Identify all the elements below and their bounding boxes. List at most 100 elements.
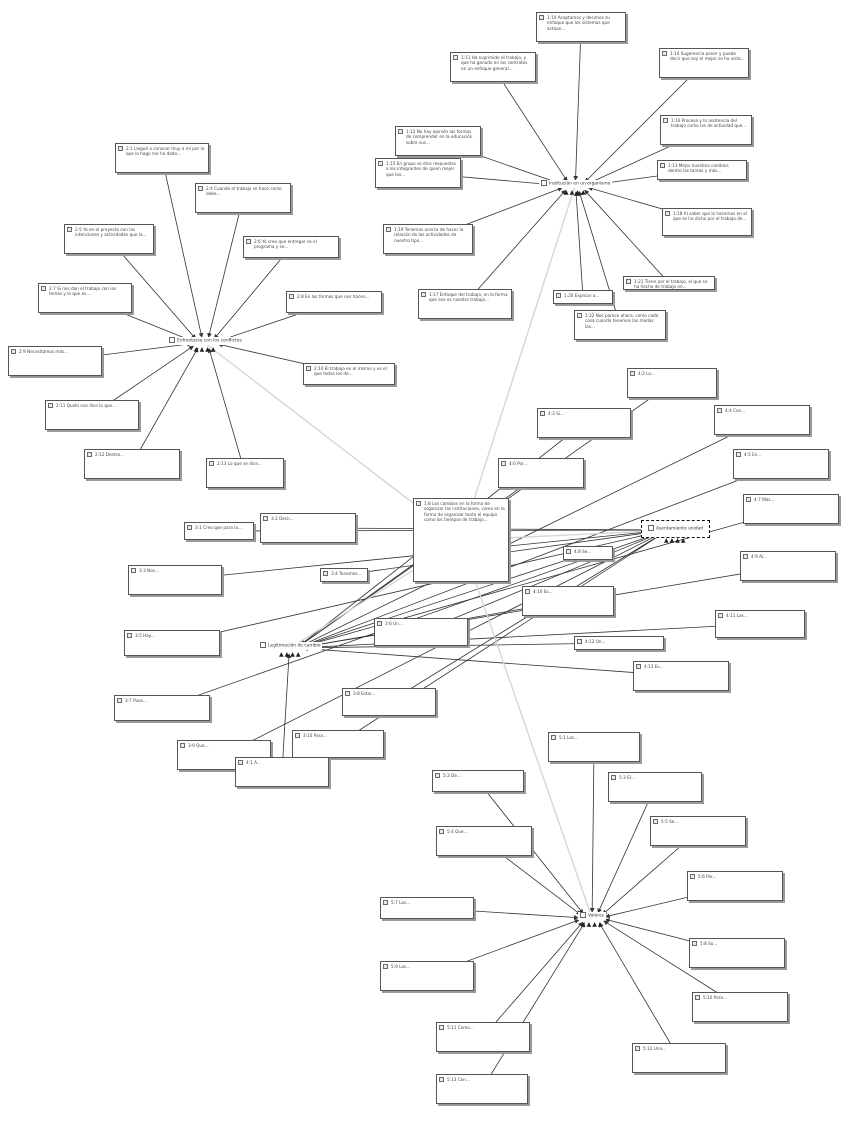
quotation-text: 3:1 Creo que para la... — [195, 525, 242, 530]
quotation-box[interactable]: 1:20 Explicar a... — [553, 290, 613, 304]
quotation-box[interactable]: 3:4 Tenemos... — [320, 568, 368, 582]
quotation-text: 5:8 Su... — [700, 941, 718, 946]
quotation-text: 4:6 Por... — [509, 461, 528, 466]
quotation-box[interactable]: 1:11 Ha suprimido el trabajo, y que ha g… — [450, 52, 536, 82]
arrowhead-cluster: ▲▲▲▲ — [194, 346, 217, 353]
quotation-box[interactable]: 3:8 Estar... — [342, 688, 436, 716]
quotation-box[interactable]: 1:18 Al saber que lo hacemos en el que s… — [662, 208, 752, 236]
quotation-box[interactable]: 3:2 Decir... — [260, 513, 356, 543]
quotation-text: 1:12 No hay opinión las formas de compre… — [406, 129, 473, 145]
quotation-text: 5:7 Las... — [391, 900, 411, 905]
quotation-box[interactable]: 1:15 En grupo se dice respuestas a los i… — [375, 158, 461, 188]
quotation-box[interactable]: 5:1 Los... — [548, 732, 640, 762]
central-quotation-text: 1:8 Los cambios en la forma de organizar… — [424, 501, 505, 523]
link-q10 — [464, 189, 566, 305]
quotation-box[interactable]: 5:11 Como... — [436, 1022, 530, 1052]
quotation-box[interactable]: 2:13 Lo que se dice... — [206, 458, 284, 488]
quotation-icon — [345, 691, 350, 696]
quotation-box[interactable]: 1:17 Enfoque del trabajo, en la forma qu… — [418, 289, 512, 319]
quotation-text: 1:19 Tenemos acerca de hacer la relación… — [394, 227, 464, 243]
quotation-box[interactable]: 1:16 Proceso y la asistencia del trabajo… — [660, 115, 752, 145]
quotation-icon — [131, 568, 136, 573]
quotation-box[interactable]: 2:4 Cuando el trabajo se hace como debe.… — [195, 183, 291, 213]
quotation-box[interactable]: 4:9 Al... — [740, 551, 836, 581]
quotation-box[interactable]: 5:8 Su... — [689, 938, 785, 968]
quotation-box[interactable]: 2:6 Yo creo que entregar es el programa … — [243, 236, 339, 258]
quotation-box[interactable]: 5:4 Que... — [436, 826, 532, 856]
quotation-text: 2:13 Lo que se dice... — [217, 461, 262, 466]
quotation-box[interactable]: 2:12 Dentro... — [84, 449, 180, 479]
quotation-box[interactable]: 2:9 Necesitamos más... — [8, 346, 102, 376]
quotation-box[interactable]: 4:5 En... — [733, 449, 829, 479]
quotation-box[interactable]: 5:6 Por... — [687, 871, 783, 901]
code-hub-h3[interactable]: Asentamiento unidad — [641, 520, 711, 538]
quotation-box[interactable]: 1:21 Tiene por el trabajo, el que se ha … — [623, 276, 715, 290]
quotation-box[interactable]: 4:8 Se... — [563, 546, 613, 560]
quotation-box[interactable]: 4:10 Es... — [522, 586, 614, 616]
quotation-box[interactable]: 3:6 Un... — [374, 618, 468, 646]
quotation-box[interactable]: 2:11 Quién nos dice lo que... — [45, 400, 139, 430]
quotation-box[interactable]: 1:14 Sugerencia poner y puede decir que … — [659, 48, 749, 78]
quotation-box[interactable]: 2:10 El trabajo en el mismo y es el que … — [303, 363, 395, 385]
code-hub-h5[interactable]: Valores — [578, 912, 606, 920]
quotation-icon — [736, 452, 741, 457]
quotation-box[interactable]: 5:5 Se... — [650, 816, 746, 846]
quotation-box[interactable]: 3:10 Para... — [292, 730, 384, 758]
quotation-box[interactable]: 5:10 Para... — [692, 992, 788, 1022]
quotation-box[interactable]: 3:3 Nos... — [128, 565, 222, 595]
quotation-box[interactable]: 2:5 Yo en el proyecto con las intencione… — [64, 224, 154, 254]
quotation-box[interactable]: 3:5 Hay... — [124, 630, 220, 656]
quotation-text: 2:9 Necesitamos más... — [19, 349, 69, 354]
central-quotation[interactable]: 1:8 Los cambios en la forma de organizar… — [413, 498, 509, 582]
quotation-box[interactable]: 5:13 Con... — [436, 1074, 528, 1104]
quotation-box[interactable]: 4:3 Si... — [537, 408, 631, 438]
quotation-icon — [743, 554, 748, 559]
quotation-box[interactable]: 2:7 Si nos dan el trabajo con los temas … — [38, 283, 132, 313]
quotation-box[interactable]: 2:1 Llegué a conocer muy a mí por lo que… — [115, 143, 209, 173]
code-hub-h4[interactable]: Legitimación de cambio — [258, 642, 323, 650]
quotation-box[interactable]: 2:8 En las formas que nos hacen... — [286, 291, 382, 313]
quotation-icon — [539, 15, 544, 20]
code-hub-h1[interactable]: Institución en un organismo — [539, 180, 613, 188]
quotation-box[interactable]: 1:19 Tenemos acerca de hacer la relación… — [383, 224, 473, 254]
quotation-box[interactable]: 3:1 Creo que para la... — [184, 522, 254, 540]
quotation-text: 5:6 Por... — [698, 874, 717, 879]
quotation-text: 3:9 Que... — [188, 743, 209, 748]
arrowhead-cluster: ▲▲▲▲ — [279, 651, 302, 658]
quotation-box[interactable]: 4:1 A... — [235, 757, 329, 787]
quotation-box[interactable]: 5:3 El... — [608, 772, 702, 802]
quotation-box[interactable]: 5:2 De... — [432, 770, 524, 792]
link-q30 — [420, 531, 663, 633]
quotation-box[interactable]: 4:6 Por... — [498, 458, 584, 488]
quotation-box[interactable]: 4:2 Lo... — [627, 368, 717, 398]
quotation-box[interactable]: 3:7 Pues... — [114, 695, 210, 721]
code-hub-h2[interactable]: Enfrentarse con los conflictos — [167, 337, 244, 345]
quotation-box[interactable]: 4:7 Más... — [743, 494, 839, 524]
quotation-icon — [439, 829, 444, 834]
quotation-icon — [663, 118, 668, 123]
link-q48 — [589, 746, 595, 913]
quotation-box[interactable]: 5:12 Una... — [632, 1043, 726, 1073]
quotation-box[interactable]: 4:12 Un... — [574, 636, 664, 650]
quotation-icon — [540, 411, 545, 416]
quotation-box[interactable]: 1:22 Nos parece ahora, como cada cosa cu… — [574, 310, 666, 340]
quotation-box[interactable]: 4:11 Las... — [715, 610, 805, 638]
quotation-text: 1:10 Aceptamos y decimos su enfoque que … — [547, 15, 610, 31]
quotation-box[interactable]: 1:13 Mejor nuestros cambios dentro las t… — [657, 160, 747, 180]
code-label: Asentamiento unidad — [656, 526, 704, 532]
quotation-box[interactable]: 5:9 Los... — [380, 961, 474, 991]
quotation-box[interactable]: 1:12 No hay opinión las formas de compre… — [395, 126, 481, 156]
quotation-text: 1:18 Al saber que lo hacemos en el que s… — [673, 211, 747, 222]
quotation-icon — [180, 743, 185, 748]
link-q13 — [578, 190, 621, 326]
quotation-text: 3:5 Hay... — [135, 633, 155, 638]
quotation-box[interactable]: 1:10 Aceptamos y decimos su enfoque que … — [536, 12, 626, 42]
code-icon — [169, 337, 175, 343]
quotation-box[interactable]: 4:13 Es... — [633, 661, 729, 691]
quotation-box[interactable]: 5:7 Las... — [380, 897, 474, 919]
hub-link-h5 — [460, 539, 593, 919]
link-q38 — [301, 419, 763, 646]
quotation-box[interactable]: 4:4 Con... — [714, 405, 810, 435]
quotation-box[interactable]: 3:9 Que... — [177, 740, 271, 770]
quotation-text: 5:9 Los... — [391, 964, 411, 969]
